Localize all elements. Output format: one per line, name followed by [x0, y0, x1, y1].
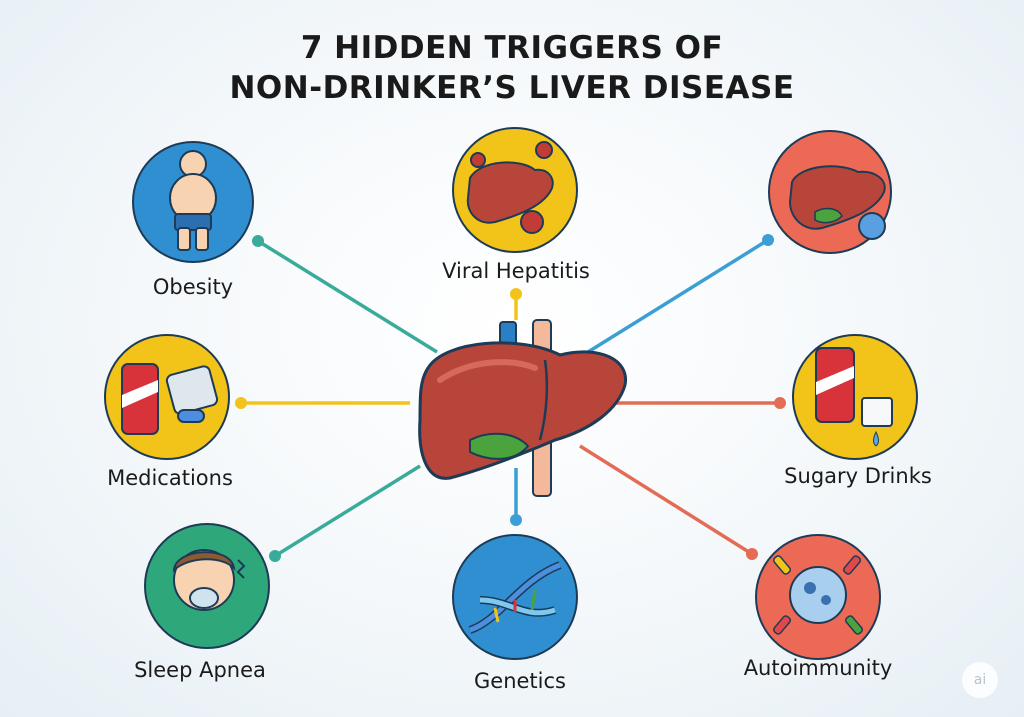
- watermark-logo: ai: [962, 662, 998, 698]
- cpap-mask-icon: [144, 523, 270, 649]
- obese-person-icon: [132, 141, 254, 263]
- label-viral-hepatitis: Viral Hepatitis: [442, 259, 590, 283]
- title-line-1: 7 HIDDEN TRIGGERS OF: [300, 30, 724, 66]
- liver-virus-icon: [768, 130, 892, 254]
- connector-dot-sleep-apnea: [269, 550, 281, 562]
- label-medications: Medications: [107, 466, 233, 490]
- connector-obesity: [257, 239, 438, 354]
- connector-dot-genetics: [510, 514, 522, 526]
- connector-dot-obesity: [252, 235, 264, 247]
- label-genetics: Genetics: [474, 669, 566, 693]
- virus-liver-icon: [452, 127, 578, 253]
- connector-sleep-apnea: [274, 464, 421, 558]
- connector-dot-autoimmunity: [746, 548, 758, 560]
- immune-cell-icon: [755, 534, 881, 660]
- label-sleep-apnea: Sleep Apnea: [134, 658, 266, 682]
- connector-autoimmunity: [579, 444, 753, 556]
- title-line-2: NON-DRINKER’S LIVER DISEASE: [229, 70, 795, 106]
- connector-top-right: [587, 238, 769, 354]
- soda-pills-icon: [104, 334, 230, 460]
- liver-icon: [418, 319, 628, 497]
- label-sugary-drinks: Sugary Drinks: [784, 464, 932, 488]
- connector-dot-sugary-drinks: [774, 397, 786, 409]
- connector-dot-top-right: [762, 234, 774, 246]
- connectors: [235, 234, 786, 562]
- connector-dot-viral-hepatitis: [510, 288, 522, 300]
- soda-sugar-cube-icon: [792, 334, 918, 460]
- connector-dot-medications: [235, 397, 247, 409]
- label-autoimmunity: Autoimmunity: [743, 656, 893, 680]
- label-obesity: Obesity: [152, 275, 234, 299]
- dna-icon: [452, 534, 578, 660]
